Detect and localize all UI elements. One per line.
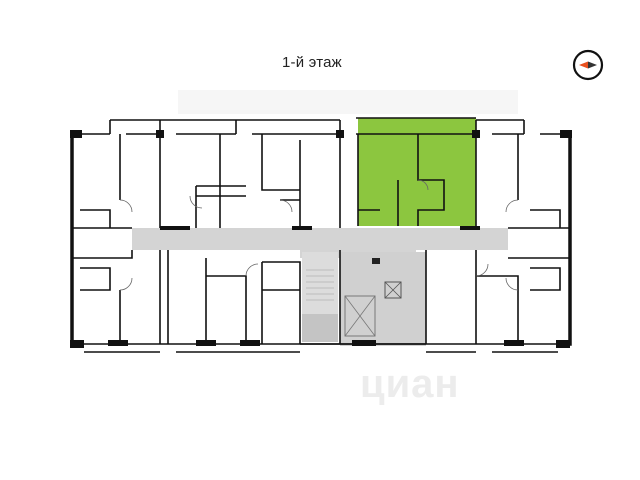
selected-apartment[interactable] [358, 118, 476, 226]
stairwell-left-lower [302, 314, 338, 342]
corridor [132, 228, 508, 258]
elevator-core [340, 252, 426, 346]
compass-icon [572, 49, 604, 81]
stairwell-left [302, 252, 338, 314]
watermark: циан [360, 362, 460, 406]
floor-label: 1-й этаж [282, 54, 342, 71]
